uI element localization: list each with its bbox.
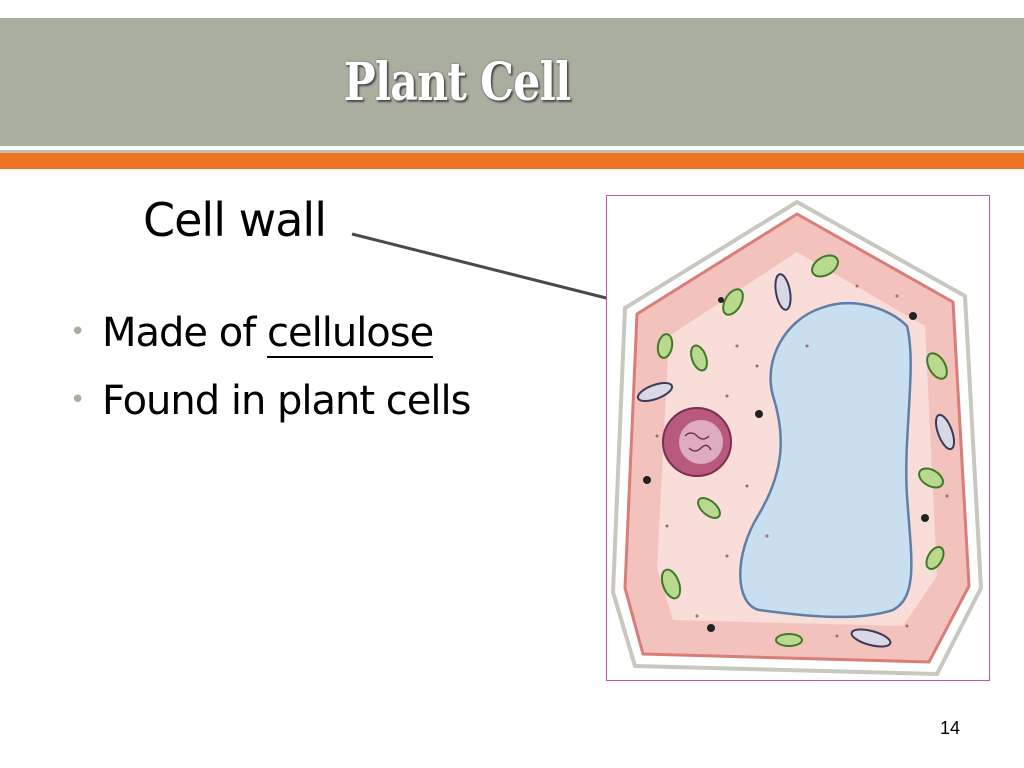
bullet-item-found-in: • Found in plant cells: [70, 372, 471, 440]
bullet-item-made-of: • Made of cellulose: [70, 304, 470, 372]
chloroplast: [775, 633, 803, 647]
cell-wall-label: Cell wall: [143, 193, 327, 247]
bullet-list: • Made of cellulose • Found in plant cells: [70, 304, 471, 440]
organelle-dots: [643, 297, 929, 632]
slide-title: Plant Cell: [343, 52, 572, 113]
ribosome-dot: [707, 624, 715, 632]
plant-cell-figure: [606, 195, 990, 681]
answer-blank: cellulose: [267, 310, 434, 358]
bullet-dot-icon: •: [70, 385, 85, 415]
chloroplast: [660, 568, 682, 600]
chloroplast: [926, 352, 948, 380]
chloroplast: [811, 254, 839, 278]
nucleolus: [679, 420, 723, 464]
ribosome-dot: [643, 476, 651, 484]
chloroplast: [656, 333, 674, 359]
ribosome-dot: [755, 410, 763, 418]
mitochondria-group: [636, 273, 956, 648]
ribosome-dot: [921, 514, 929, 522]
ribosome-dot: [718, 297, 724, 303]
chloroplast: [690, 344, 708, 372]
bullet-text: Made of: [102, 310, 268, 356]
accent-line: [0, 150, 1024, 153]
chloroplast: [918, 467, 944, 489]
plant-cell-diagram-icon: [611, 200, 983, 676]
cytoplasm-speckles: [655, 284, 949, 638]
chloroplast: [697, 497, 721, 519]
leader-line-stroke: [351, 232, 631, 306]
ribosome-dot: [909, 312, 917, 320]
chromatin: [684, 432, 712, 452]
page-number: 14: [939, 718, 961, 738]
bullet-text: Found in plant cells: [102, 378, 471, 424]
bullet-dot-icon: •: [70, 317, 85, 347]
chloroplast-group: [656, 254, 948, 647]
vacuole: [739, 301, 913, 619]
mitochondrion: [636, 381, 674, 403]
title-bar: [0, 18, 1024, 146]
mitochondrion: [934, 413, 956, 451]
mitochondrion: [850, 628, 892, 648]
mitochondrion: [774, 273, 792, 311]
accent-bar: [0, 153, 1024, 169]
chloroplast: [925, 546, 945, 570]
chloroplast: [722, 288, 744, 316]
